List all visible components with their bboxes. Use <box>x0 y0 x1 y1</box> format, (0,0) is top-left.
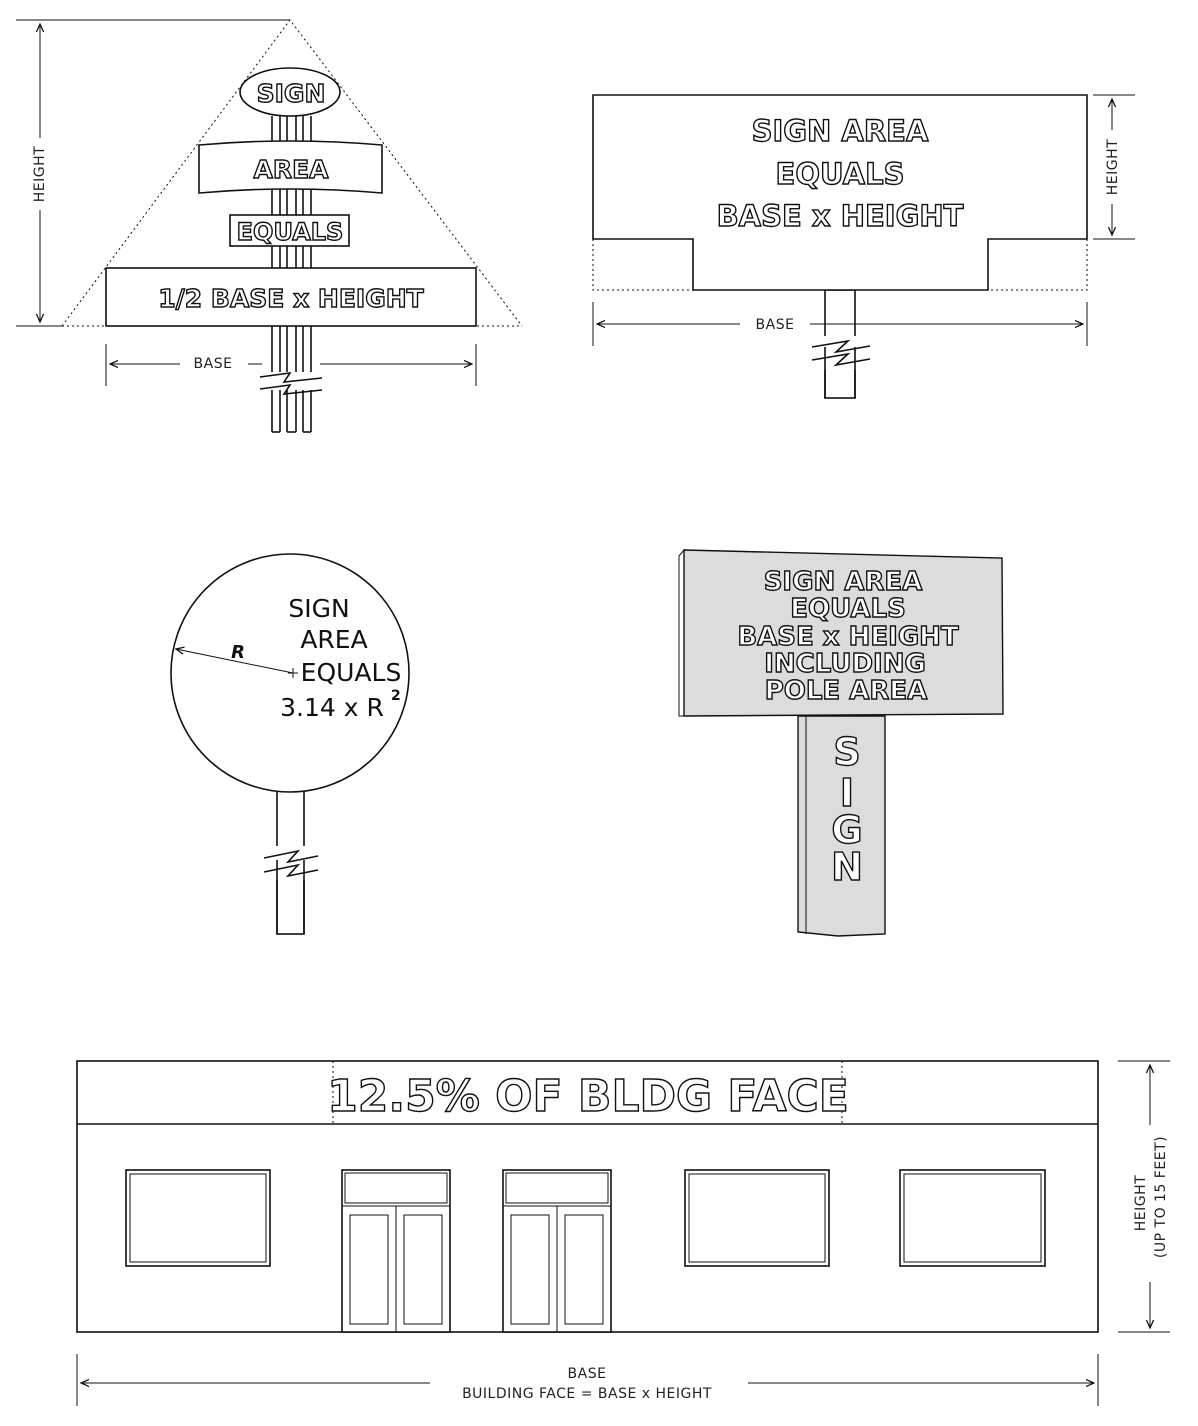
pole-sign-figure: SIGN AREA EQUALS BASE x HEIGHT INCLUDING… <box>678 548 1004 937</box>
pole-sign-line1: SIGN AREA <box>764 567 923 597</box>
triangle-sign-oval <box>239 67 341 117</box>
pole-letter-n: N <box>831 845 863 889</box>
building-window <box>899 1169 1046 1267</box>
building-formula: BUILDING FACE = BASE x HEIGHT <box>462 1386 712 1402</box>
triangle-base-label: BASE <box>194 356 233 372</box>
triangle-sign-equals-panel <box>229 214 350 247</box>
pole-sign-line2: EQUALS <box>790 594 906 624</box>
rect-sign-body <box>592 94 1088 291</box>
triangle-sign-line4: 1/2 BASE x HEIGHT <box>158 284 423 313</box>
rect-sign-line2: EQUALS <box>776 157 905 191</box>
triangle-height-dimension: HEIGHT <box>16 19 290 327</box>
building-door <box>341 1169 451 1333</box>
building-base-label: BASE <box>568 1366 607 1382</box>
building-window <box>125 1169 271 1267</box>
triangle-sign-line3: EQUALS <box>237 218 344 246</box>
building-window <box>684 1169 830 1267</box>
building-face-figure: 12.5% OF BLDG FACE <box>76 1060 1170 1406</box>
pole-letter-i: I <box>840 771 854 815</box>
rect-base-label: BASE <box>756 317 795 333</box>
rect-height-label: HEIGHT <box>1105 139 1121 195</box>
circle-sign-line3: EQUALS <box>301 658 402 687</box>
radius-label: R <box>231 642 245 663</box>
circle-sign-figure: R SIGN AREA EQUALS 3.14 x R 2 <box>170 553 410 935</box>
triangle-base-dimension: BASE <box>105 344 477 386</box>
pole-sign-line5: POLE AREA <box>765 676 928 706</box>
rect-sign-figure: SIGN AREA EQUALS BASE x HEIGHT BASE HEIG… <box>592 94 1135 399</box>
circle-sign-line2: AREA <box>300 625 367 654</box>
building-height-note: (UP TO 15 FEET) <box>1153 1136 1169 1258</box>
building-height-dimension: HEIGHT (UP TO 15 FEET) <box>1118 1060 1170 1333</box>
building-sign-text: 12.5% OF BLDG FACE <box>327 1071 849 1122</box>
pole-sign-line3: BASE x HEIGHT <box>737 622 959 652</box>
rect-height-dimension: HEIGHT <box>1093 94 1135 240</box>
triangle-sign-line2: AREA <box>253 155 329 184</box>
building-height-label: HEIGHT <box>1133 1175 1149 1231</box>
rect-sign-line1: SIGN AREA <box>752 114 929 148</box>
rect-sign-line3: BASE x HEIGHT <box>717 199 964 233</box>
pole-letter-g: G <box>831 808 862 852</box>
rect-base-dimension: BASE <box>592 302 1088 346</box>
triangle-sign-line1: SIGN <box>257 79 326 108</box>
triangle-height-label: HEIGHT <box>32 146 48 202</box>
triangle-sign-area-panel <box>198 140 383 194</box>
circle-sign-line1: SIGN <box>288 594 349 623</box>
circle-sign-line4: 3.14 x R <box>280 693 384 722</box>
pole-sign-line4: INCLUDING <box>764 649 926 679</box>
circle-sign-exponent: 2 <box>391 688 401 704</box>
triangle-sign-figure: SIGN AREA EQUALS 1/2 BASE x HEIGHT HEIGH… <box>16 19 523 433</box>
radius-arrow <box>176 649 294 674</box>
triangle-sign-base-panel <box>105 267 477 327</box>
building-door <box>502 1169 612 1333</box>
building-base-dimension: BASE BUILDING FACE = BASE x HEIGHT <box>76 1354 1099 1406</box>
pole-letter-s: S <box>833 730 860 774</box>
